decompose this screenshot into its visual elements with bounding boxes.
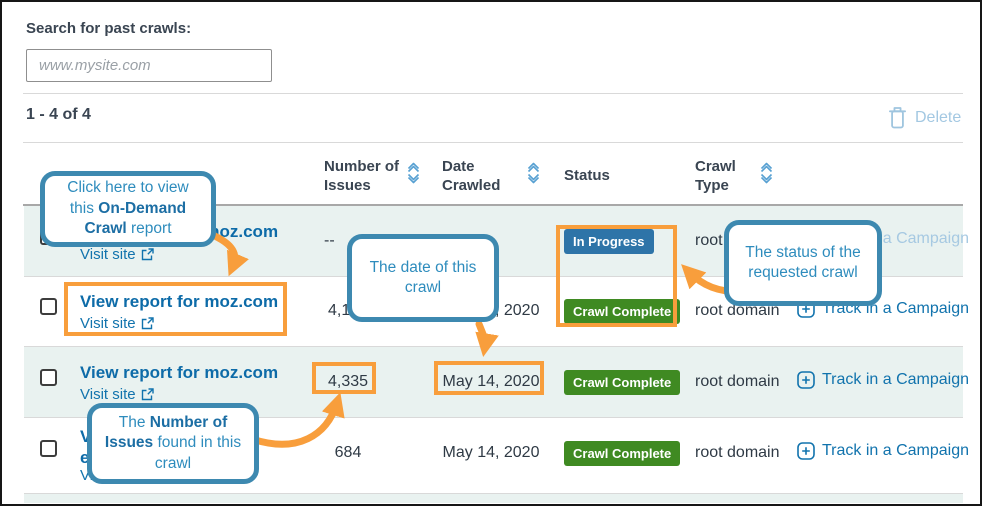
- sort-icon-crawl-type[interactable]: [759, 161, 774, 190]
- row-checkbox[interactable]: [40, 298, 57, 315]
- sort-icon-date-crawled[interactable]: [526, 161, 541, 190]
- external-link-icon: [141, 248, 154, 261]
- external-link-icon: [141, 317, 154, 330]
- status-badge: In Progress: [564, 229, 654, 254]
- callout-date: The date of this crawl: [347, 234, 499, 322]
- search-label: Search for past crawls:: [26, 20, 192, 37]
- callout-issues: The Number of Issues found in this crawl: [87, 403, 259, 484]
- visit-site-label: Visit site: [80, 315, 136, 332]
- table-top-divider: [23, 142, 963, 143]
- visit-site-link[interactable]: Visit site: [80, 386, 154, 403]
- delete-button[interactable]: Delete: [888, 105, 961, 130]
- status-badge: Crawl Complete: [564, 299, 681, 324]
- row-checkbox[interactable]: [40, 440, 57, 457]
- plus-icon: [797, 442, 815, 460]
- track-in-campaign-label: Track in a Campaign: [822, 371, 970, 388]
- row-divider: [24, 346, 963, 347]
- row-divider: [24, 493, 963, 494]
- visit-site-link[interactable]: Visit site: [80, 246, 154, 263]
- search-input[interactable]: [26, 49, 272, 82]
- arrow-to-date-value: [475, 320, 499, 358]
- row-background-partial: [24, 494, 963, 503]
- date-crawled-value: May 14, 2020: [442, 444, 540, 461]
- plus-icon: [797, 371, 815, 389]
- header-divider: [23, 204, 963, 206]
- row-checkbox[interactable]: [40, 369, 57, 386]
- status-badge: Crawl Complete: [564, 441, 681, 466]
- column-header-status: Status: [564, 167, 610, 184]
- track-in-campaign-link[interactable]: Track in a Campaign: [797, 371, 969, 389]
- track-in-campaign-label: Track in a Campaign: [822, 442, 970, 459]
- callout-status: The status of the requested crawl: [724, 220, 882, 306]
- divider: [23, 93, 963, 94]
- external-link-icon: [141, 388, 154, 401]
- visit-site-label: Visit site: [80, 246, 136, 263]
- visit-site-link[interactable]: Visit site: [80, 315, 154, 332]
- trash-icon: [888, 105, 907, 130]
- number-of-issues-value: --: [324, 232, 335, 249]
- crawl-type-value: root domain: [695, 373, 780, 390]
- track-in-campaign-link[interactable]: Track in a Campaign: [797, 442, 969, 460]
- crawl-type-value: root domain: [695, 444, 780, 461]
- date-crawled-value: May 14, 2020: [442, 373, 540, 390]
- visit-site-label: Visit site: [80, 386, 136, 403]
- row-divider: [24, 417, 963, 418]
- sort-icon-number-of-issues[interactable]: [406, 161, 421, 190]
- callout-view-report: Click here to view this On-Demand Crawl …: [40, 171, 216, 247]
- view-report-link[interactable]: View report for moz.com: [80, 363, 279, 382]
- result-count: 1 - 4 of 4: [26, 106, 91, 123]
- number-of-issues-value: 4,335: [327, 373, 369, 390]
- number-of-issues-value: 684: [334, 444, 362, 461]
- view-report-link[interactable]: View report for moz.com: [80, 292, 279, 311]
- delete-label: Delete: [915, 108, 962, 126]
- crawl-type-value: root domain: [695, 302, 780, 319]
- status-badge: Crawl Complete: [564, 370, 681, 395]
